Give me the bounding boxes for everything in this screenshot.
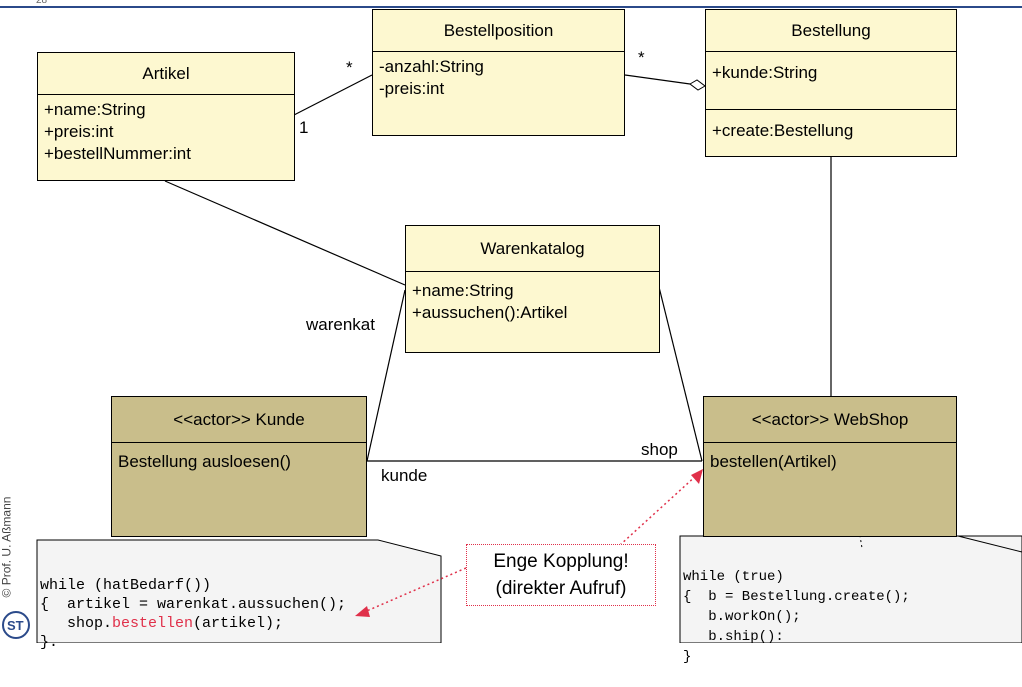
class-title: Warenkatalog: [406, 226, 659, 272]
code-line: }: [683, 649, 692, 665]
code-line: b.workOn();: [683, 609, 801, 625]
operation: bestellen(Artikel): [710, 452, 837, 471]
assoc-artikel-bestellposition: [293, 74, 373, 116]
assoc-warenkatalog-kunde: [366, 289, 406, 462]
actor-title: <<actor>> WebShop: [704, 397, 956, 443]
attribute: -preis:int: [379, 79, 445, 98]
role-label-shop: shop: [641, 440, 678, 459]
code-line: { b = Bestellung.create();: [683, 589, 910, 605]
attribute: +name:String: [44, 100, 146, 119]
class-attributes: +kunde:String: [706, 52, 956, 110]
multiplicity-label: *: [346, 58, 353, 77]
actor-title: <<actor>> Kunde: [112, 397, 366, 443]
class-attributes: -anzahl:String -preis:int: [373, 52, 624, 104]
class-title: Artikel: [38, 53, 294, 95]
actor-operations: bestellen(Artikel): [704, 443, 956, 477]
code-line: while (hatBedarf()): [40, 577, 212, 594]
class-artikel: Artikel +name:String +preis:int +bestell…: [37, 52, 295, 181]
institute-logo: ST: [1, 608, 31, 642]
callout-arrow-right: [619, 473, 699, 546]
operation: Bestellung ausloesen(): [118, 452, 291, 471]
code-line: b.ship():: [683, 629, 784, 645]
class-attributes: +name:String +preis:int +bestellNummer:i…: [38, 95, 294, 169]
code-line: while (true): [683, 569, 784, 585]
attribute: +preis:int: [44, 122, 114, 141]
attribute: +aussuchen():Artikel: [412, 303, 568, 322]
code-call-highlight: bestellen: [112, 615, 194, 632]
attribute: +name:String: [412, 281, 514, 300]
callout-arrow-left: [361, 567, 467, 614]
slide-header: 28: [0, 0, 1022, 9]
class-warenkatalog: Warenkatalog +name:String +aussuchen():A…: [405, 225, 660, 353]
attribute: -anzahl:String: [379, 57, 484, 76]
actor-webshop: <<actor>> WebShop bestellen(Artikel): [703, 396, 957, 537]
attribute: +bestellNummer:int: [44, 144, 191, 163]
slide-number: 28: [36, 0, 48, 6]
code-line: { artikel = warenkat.aussuchen();: [40, 596, 347, 613]
callout-arrowhead-left: [355, 606, 370, 617]
class-bestellposition: Bestellposition -anzahl:String -preis:in…: [372, 9, 625, 136]
author-credit: © Prof. U. Aßmann: [0, 496, 14, 598]
code-fragment: (artikel);: [193, 615, 284, 632]
code-fragment: shop.: [40, 615, 113, 632]
class-bestellung: Bestellung +kunde:String +create:Bestell…: [705, 9, 957, 157]
class-title: Bestellposition: [373, 10, 624, 52]
logo-text: ST: [7, 618, 24, 633]
callout-line: (direkter Aufruf): [495, 578, 627, 599]
class-operations: +create:Bestellung: [706, 110, 956, 146]
coupling-callout: Enge Kopplung! (direkter Aufruf): [466, 544, 656, 606]
callout-line: Enge Kopplung!: [493, 551, 629, 572]
role-label-warenkat: warenkat: [306, 315, 375, 334]
aggregation-diamond: [689, 79, 706, 91]
webshop-code-note: while (true) { b = Bestellung.create(); b…: [683, 547, 910, 687]
assoc-bestellposition-bestellung: [624, 74, 691, 85]
kunde-code-note: while (hatBedarf()) { artikel = warenkat.…: [40, 557, 346, 671]
actor-kunde: <<actor>> Kunde Bestellung ausloesen(): [111, 396, 367, 537]
class-title: Bestellung: [706, 10, 956, 52]
attribute: +kunde:String: [712, 63, 818, 82]
actor-operations: Bestellung ausloesen(): [112, 443, 366, 477]
multiplicity-label: *: [638, 48, 645, 67]
assoc-warenkatalog-webshop: [658, 286, 703, 462]
multiplicity-label: 1: [299, 118, 309, 137]
operation: +create:Bestellung: [712, 121, 854, 140]
header-rule: [0, 6, 1022, 8]
role-label-kunde: kunde: [381, 466, 428, 485]
kunde-note-shape: [36, 539, 442, 643]
class-attributes: +name:String +aussuchen():Artikel: [406, 272, 659, 328]
code-line: shop.bestellen(artikel);: [40, 614, 346, 633]
callout-arrowhead-right: [691, 469, 703, 484]
assoc-artikel-warenkatalog: [164, 180, 406, 286]
